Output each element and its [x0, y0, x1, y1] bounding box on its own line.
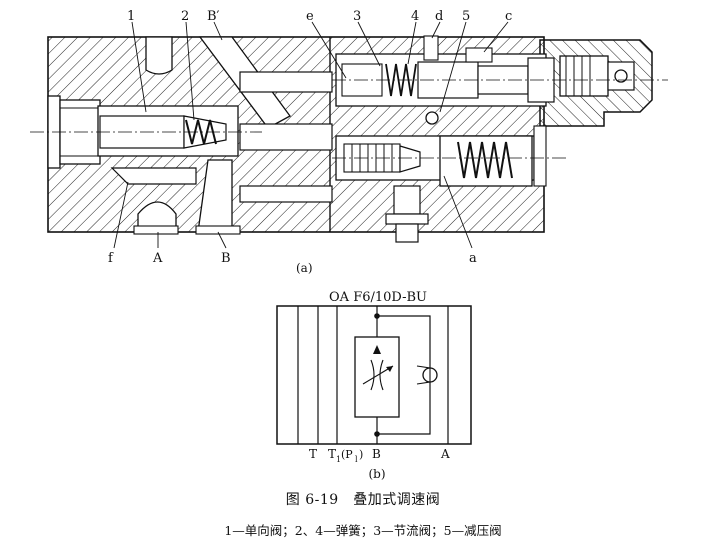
port-t: T: [309, 447, 317, 461]
symbol-view: OA F6/10D-BU T T 1 (P l ) B A (b): [276, 290, 472, 481]
callout-f: f: [108, 251, 114, 266]
part-b-label: (b): [368, 467, 385, 481]
port-t1-sub: 1: [336, 455, 341, 464]
port-a: A: [440, 447, 450, 461]
callout-b-prime: B′: [207, 9, 220, 24]
callout-4: 4: [411, 9, 419, 24]
callout-1: 1: [127, 9, 135, 24]
model-number: OA F6/10D-BU: [329, 290, 427, 305]
section-view: 1 2 B′ e 3 4 d 5 c f A B a (a): [30, 9, 668, 275]
callout-3: 3: [353, 9, 361, 24]
callout-port-b: B: [221, 251, 231, 266]
figure-title: 图 6-19 叠加式调速阀: [285, 492, 441, 508]
figure-legend: 1—单向阀；2、4—弹簧；3—节流阀；5—减压阀: [224, 523, 502, 538]
callout-a: a: [469, 251, 477, 266]
part-a-label: (a): [296, 261, 313, 275]
callout-e-left: e: [306, 9, 314, 24]
port-t1: T: [328, 447, 336, 461]
callout-port-a: A: [152, 251, 163, 266]
callout-5: 5: [462, 9, 470, 24]
callout-c: c: [505, 9, 512, 24]
port-p1-open: (P: [341, 448, 353, 461]
callout-d: d: [435, 9, 443, 24]
port-p1-close: ): [359, 448, 363, 461]
callout-2: 2: [181, 9, 189, 24]
port-b: B: [372, 447, 381, 461]
port-p1-sub: l: [355, 455, 358, 464]
